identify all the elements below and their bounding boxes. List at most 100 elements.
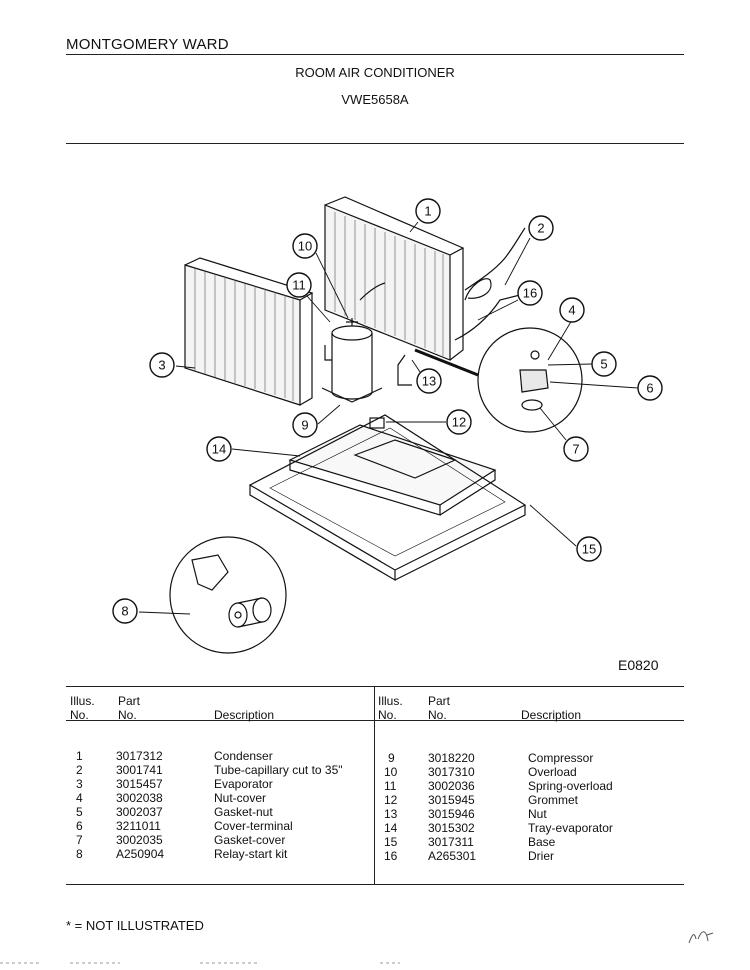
- condenser-drawing: [324, 196, 465, 361]
- evaporator-drawing: [184, 257, 314, 406]
- handwritten-mark: [688, 931, 714, 944]
- svg-text:11: 11: [292, 278, 306, 293]
- callout-2: 2: [528, 215, 554, 241]
- illus-number: 2: [76, 763, 83, 777]
- header-illus: Illus.No.: [70, 694, 95, 722]
- table-top-rule: [66, 686, 684, 687]
- callout-5: 5: [591, 351, 617, 377]
- relay-start-kit-drawing: [169, 536, 287, 654]
- illus-number: 13: [384, 807, 398, 821]
- table-bottom-rule: [66, 884, 684, 885]
- svg-text:8: 8: [121, 604, 128, 619]
- part-number: 3017312: [116, 749, 163, 763]
- svg-text:15: 15: [582, 542, 596, 557]
- part-description: Tube-capillary cut to 35": [214, 763, 343, 777]
- part-number: A265301: [428, 849, 477, 863]
- part-number: 3017311: [428, 835, 474, 849]
- part-number: 3015457: [116, 777, 163, 791]
- part-description: Nut: [528, 807, 547, 821]
- svg-text:14: 14: [212, 442, 226, 457]
- illus-number: 10: [384, 765, 398, 779]
- part-description: Evaporator: [214, 777, 273, 791]
- part-number: 3017310: [428, 765, 475, 779]
- callout-12: 12: [446, 409, 472, 435]
- table-header-rule: [66, 720, 684, 721]
- part-number: 3001741: [116, 763, 163, 777]
- svg-text:10: 10: [298, 239, 312, 254]
- callout-1: 1: [415, 198, 441, 224]
- part-number: 3002035: [116, 833, 163, 847]
- callout-14: 14: [206, 436, 232, 462]
- header-illus-right: Illus.No.: [378, 694, 403, 722]
- model-number: VWE5658A: [341, 92, 409, 107]
- page-title: ROOM AIR CONDITIONER: [295, 65, 455, 80]
- illus-number: 6: [76, 819, 83, 833]
- callout-10: 10: [292, 233, 318, 259]
- header-description: Description: [214, 708, 275, 722]
- part-description: Condenser: [214, 749, 273, 763]
- diagram-code: E0820: [618, 657, 659, 673]
- illus-number: 15: [384, 835, 398, 849]
- svg-text:3: 3: [158, 358, 165, 373]
- callout-16: 16: [517, 280, 543, 306]
- illus-number: 8: [76, 847, 83, 861]
- illus-number: 4: [76, 791, 83, 805]
- part-description: Compressor: [528, 751, 594, 765]
- part-description: Gasket-cover: [214, 833, 286, 847]
- illus-number: 16: [384, 849, 398, 863]
- evaporator-tray-drawing: [288, 424, 497, 516]
- illus-number: 11: [384, 779, 397, 793]
- part-description: Relay-start kit: [214, 847, 288, 861]
- callout-4: 4: [559, 297, 585, 323]
- part-number: 3002038: [116, 791, 163, 805]
- callout-13: 13: [416, 368, 442, 394]
- part-number: 3002036: [428, 779, 475, 793]
- brand-name: MONTGOMERY WARD: [66, 36, 229, 53]
- callout-7: 7: [563, 436, 589, 462]
- illus-number: 5: [76, 805, 83, 819]
- callout-11: 11: [286, 272, 312, 298]
- part-description: Cover-terminal: [214, 819, 293, 833]
- part-number: 3002037: [116, 805, 163, 819]
- part-description: Drier: [528, 849, 554, 863]
- svg-text:16: 16: [523, 286, 537, 301]
- illus-number: 7: [76, 833, 83, 847]
- illus-number: 14: [384, 821, 398, 835]
- svg-text:5: 5: [600, 357, 607, 372]
- part-description: Gasket-nut: [214, 805, 273, 819]
- illus-number: 9: [388, 751, 395, 765]
- part-number: A250904: [116, 847, 165, 861]
- part-number: 3015945: [428, 793, 475, 807]
- svg-text:1: 1: [424, 204, 431, 219]
- part-description: Nut-cover: [214, 791, 267, 805]
- base-pan-drawing: [248, 414, 527, 582]
- svg-text:6: 6: [646, 381, 653, 396]
- part-number: 3211011: [116, 819, 161, 833]
- compressor-drawing: [321, 282, 386, 403]
- svg-text:13: 13: [422, 374, 436, 389]
- part-number: 3015302: [428, 821, 475, 835]
- svg-text:9: 9: [301, 418, 308, 433]
- part-number: 3018220: [428, 751, 475, 765]
- header-rule: [66, 54, 684, 55]
- header-description-right: Description: [521, 708, 582, 722]
- illus-number: 3: [76, 777, 83, 791]
- footnote: * = NOT ILLUSTRATED: [66, 918, 204, 933]
- callout-3: 3: [149, 352, 175, 378]
- illus-number: 1: [76, 749, 83, 763]
- svg-text:12: 12: [452, 415, 466, 430]
- svg-text:7: 7: [572, 442, 579, 457]
- part-number: 3015946: [428, 807, 475, 821]
- callout-8: 8: [112, 598, 138, 624]
- callout-6: 6: [637, 375, 663, 401]
- title-rule: [66, 143, 684, 144]
- illus-number: 12: [384, 793, 398, 807]
- callout-9: 9: [292, 412, 318, 438]
- table-divider: [374, 686, 375, 884]
- svg-text:2: 2: [537, 221, 544, 236]
- part-description: Spring-overload: [528, 779, 613, 793]
- scan-edge-mark: [0, 962, 400, 964]
